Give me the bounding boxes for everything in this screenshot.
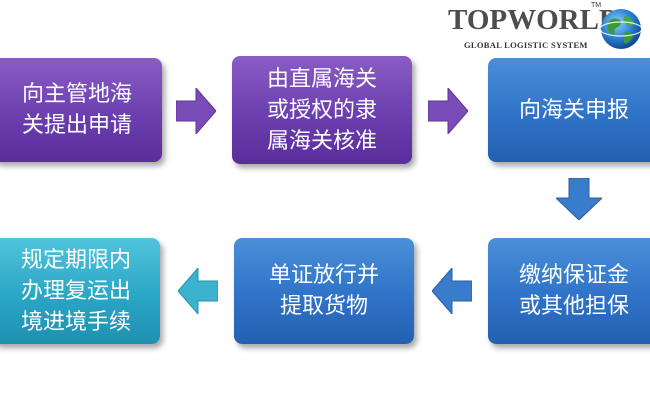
logo-name: TOPWORLD <box>448 4 620 36</box>
step-5-box: 单证放行并 提取货物 <box>234 238 414 344</box>
arrow-left-icon <box>432 268 472 314</box>
step-1-box: 向主管地海 关提出申请 <box>0 58 162 162</box>
step-3-box: 向海关申报 <box>488 58 650 162</box>
arrow-right-icon <box>428 88 468 134</box>
logo-tagline: GLOBAL LOGISTIC SYSTEM <box>464 40 588 50</box>
step-6-box: 规定期限内 办理复运出 境进境手续 <box>0 238 160 344</box>
arrow-left-icon <box>178 268 218 314</box>
logo-trademark: TM <box>591 2 602 9</box>
step-4-box: 缴纳保证金 或其他担保 <box>488 238 650 344</box>
topworld-logo: TOPWORLD TM GLOBAL LOGISTIC SYSTEM <box>448 2 648 54</box>
arrow-right-icon <box>176 88 216 134</box>
globe-icon <box>599 9 643 49</box>
step-2-box: 由直属海关 或授权的隶 属海关核准 <box>232 56 412 164</box>
arrow-down-icon <box>556 178 602 220</box>
